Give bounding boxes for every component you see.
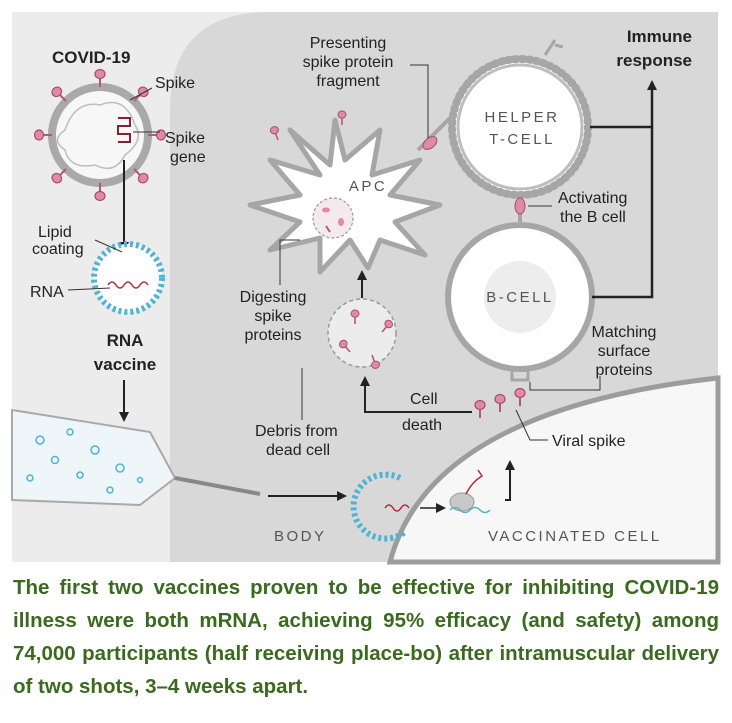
cell-death-label-1: Cell xyxy=(410,391,438,408)
covid-title: COVID-19 xyxy=(52,48,130,67)
arrow-to-spikes xyxy=(505,460,515,501)
matching-label-2: surface xyxy=(598,343,651,360)
digesting-label-1: Digesting xyxy=(240,289,307,306)
viral-spike-leader xyxy=(515,409,548,441)
vaccinated-cell xyxy=(386,375,721,565)
spike-leader xyxy=(129,87,153,101)
syringe xyxy=(11,408,261,507)
spike-label: Spike xyxy=(155,75,195,92)
helper-label-2: T-CELL xyxy=(489,131,555,148)
immune-label-2: response xyxy=(616,51,692,70)
rna-vaccine-particle xyxy=(91,241,165,315)
immune-label-1: Immune xyxy=(627,27,692,46)
arrow-cell-death xyxy=(360,376,472,413)
ribosome xyxy=(449,469,491,514)
matching-label-1: Matching xyxy=(592,324,657,341)
spike-gene-label-1: Spike xyxy=(165,130,205,147)
activating-label-2: the B cell xyxy=(560,209,626,226)
lipid-label-1: Lipid xyxy=(38,224,72,241)
debris-label-2: dead cell xyxy=(266,442,330,459)
spike-gene-label-2: gene xyxy=(170,149,206,166)
cell-death-label-2: death xyxy=(402,417,442,434)
digesting-label-2: spike xyxy=(254,308,291,325)
apc-cell xyxy=(247,110,443,275)
arrow-bcell-response xyxy=(592,127,654,299)
helper-label-1: HELPER xyxy=(484,109,559,126)
apc-label: APC xyxy=(349,178,387,195)
debris-label-1: Debris from xyxy=(255,423,338,440)
rna-vaccine-label-2: vaccine xyxy=(94,355,156,374)
figure-caption: The first two vaccines proven to be effe… xyxy=(13,576,719,698)
helper-t-cell xyxy=(448,39,592,199)
activating-label-1: Activating xyxy=(558,190,627,207)
covid-virus xyxy=(33,68,167,202)
matching-label-3: proteins xyxy=(596,362,653,379)
rna-vaccine-label-1: RNA xyxy=(107,331,144,350)
body-label: BODY xyxy=(274,528,327,545)
presenting-label-1: Presenting xyxy=(310,35,387,52)
activation-link xyxy=(514,197,526,215)
presenting-label-2: spike protein xyxy=(303,54,394,71)
presenting-label-3: fragment xyxy=(316,73,380,90)
rna-label: RNA xyxy=(30,284,64,301)
viral-spike-label: Viral spike xyxy=(552,433,626,450)
digesting-label-3: proteins xyxy=(245,327,302,344)
bcell-label: B-CELL xyxy=(486,289,554,306)
entering-particle xyxy=(350,471,410,542)
debris-vesicle xyxy=(327,298,397,371)
vaccinated-cell-label: VACCINATED CELL xyxy=(488,528,662,545)
lipid-label-2: coating xyxy=(32,241,84,258)
